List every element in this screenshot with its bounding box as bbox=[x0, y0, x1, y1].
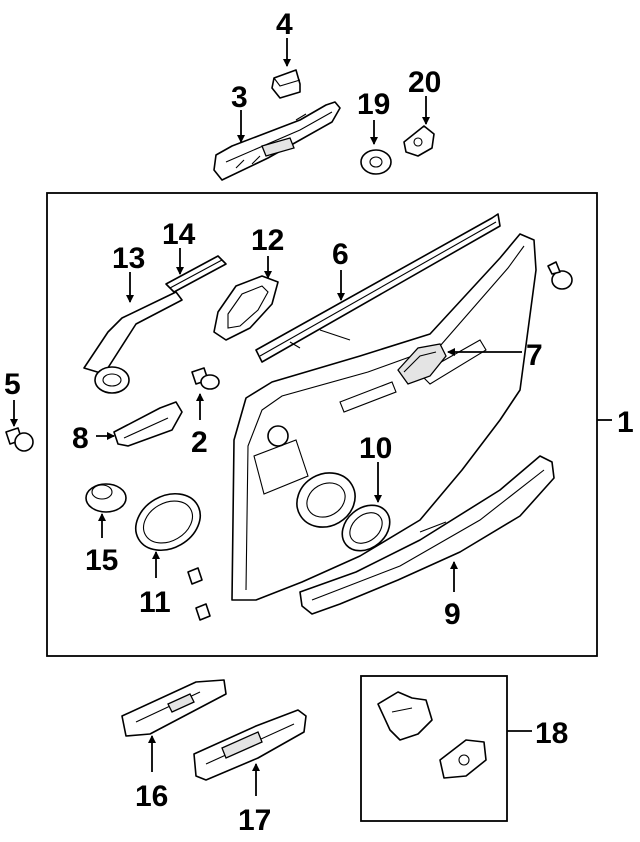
part-8-pull-cup bbox=[113, 401, 183, 447]
callout-8: 8 bbox=[72, 422, 89, 455]
callout-3: 3 bbox=[231, 81, 248, 114]
callout-20: 20 bbox=[408, 66, 441, 99]
part-11-speaker-ring bbox=[135, 492, 201, 552]
leader-lines bbox=[10, 38, 532, 796]
callout-4: 4 bbox=[276, 8, 293, 41]
trim-clip-fastener bbox=[547, 261, 573, 290]
callout-6: 6 bbox=[332, 238, 349, 271]
part-20-clip bbox=[403, 125, 435, 157]
callout-7: 7 bbox=[526, 339, 543, 372]
callout-5: 5 bbox=[4, 368, 21, 401]
assembly-frame bbox=[46, 192, 598, 657]
part-15-cap bbox=[85, 483, 127, 513]
callout-19: 19 bbox=[357, 88, 390, 121]
part-17-master-switch bbox=[193, 709, 307, 781]
part-10-speaker-ring bbox=[341, 504, 391, 552]
callout-13: 13 bbox=[112, 242, 145, 275]
callout-14: 14 bbox=[162, 218, 196, 251]
part-18-clip-kit bbox=[377, 691, 487, 779]
part-13-grip-arm bbox=[83, 291, 183, 394]
part-12-handle-bezel bbox=[213, 275, 279, 341]
part-9-map-pocket bbox=[299, 455, 555, 615]
part-6-belt-molding bbox=[255, 213, 501, 363]
door-trim-panel bbox=[231, 233, 537, 601]
part-7-inside-handle bbox=[397, 343, 447, 385]
part-2-screw bbox=[191, 367, 220, 390]
callout-11: 11 bbox=[139, 586, 171, 619]
callout-1: 1 bbox=[617, 406, 634, 439]
callout-15: 15 bbox=[85, 544, 118, 577]
callout-16: 16 bbox=[135, 780, 168, 813]
part-5-push-pin bbox=[5, 427, 34, 452]
callout-10: 10 bbox=[359, 432, 392, 465]
callout-9: 9 bbox=[444, 598, 461, 631]
part-19-nut bbox=[360, 149, 392, 175]
part-16-window-switch bbox=[121, 679, 227, 737]
callout-18: 18 bbox=[535, 717, 568, 750]
callout-2: 2 bbox=[191, 426, 208, 459]
callout-12: 12 bbox=[251, 224, 284, 257]
part-14-grip-pad bbox=[165, 255, 227, 293]
trim-screws bbox=[187, 567, 211, 621]
callout-17: 17 bbox=[238, 804, 271, 837]
clip-kit-frame bbox=[360, 675, 508, 822]
part-3-handle-bracket bbox=[213, 101, 341, 181]
part-4-clip bbox=[271, 69, 301, 99]
